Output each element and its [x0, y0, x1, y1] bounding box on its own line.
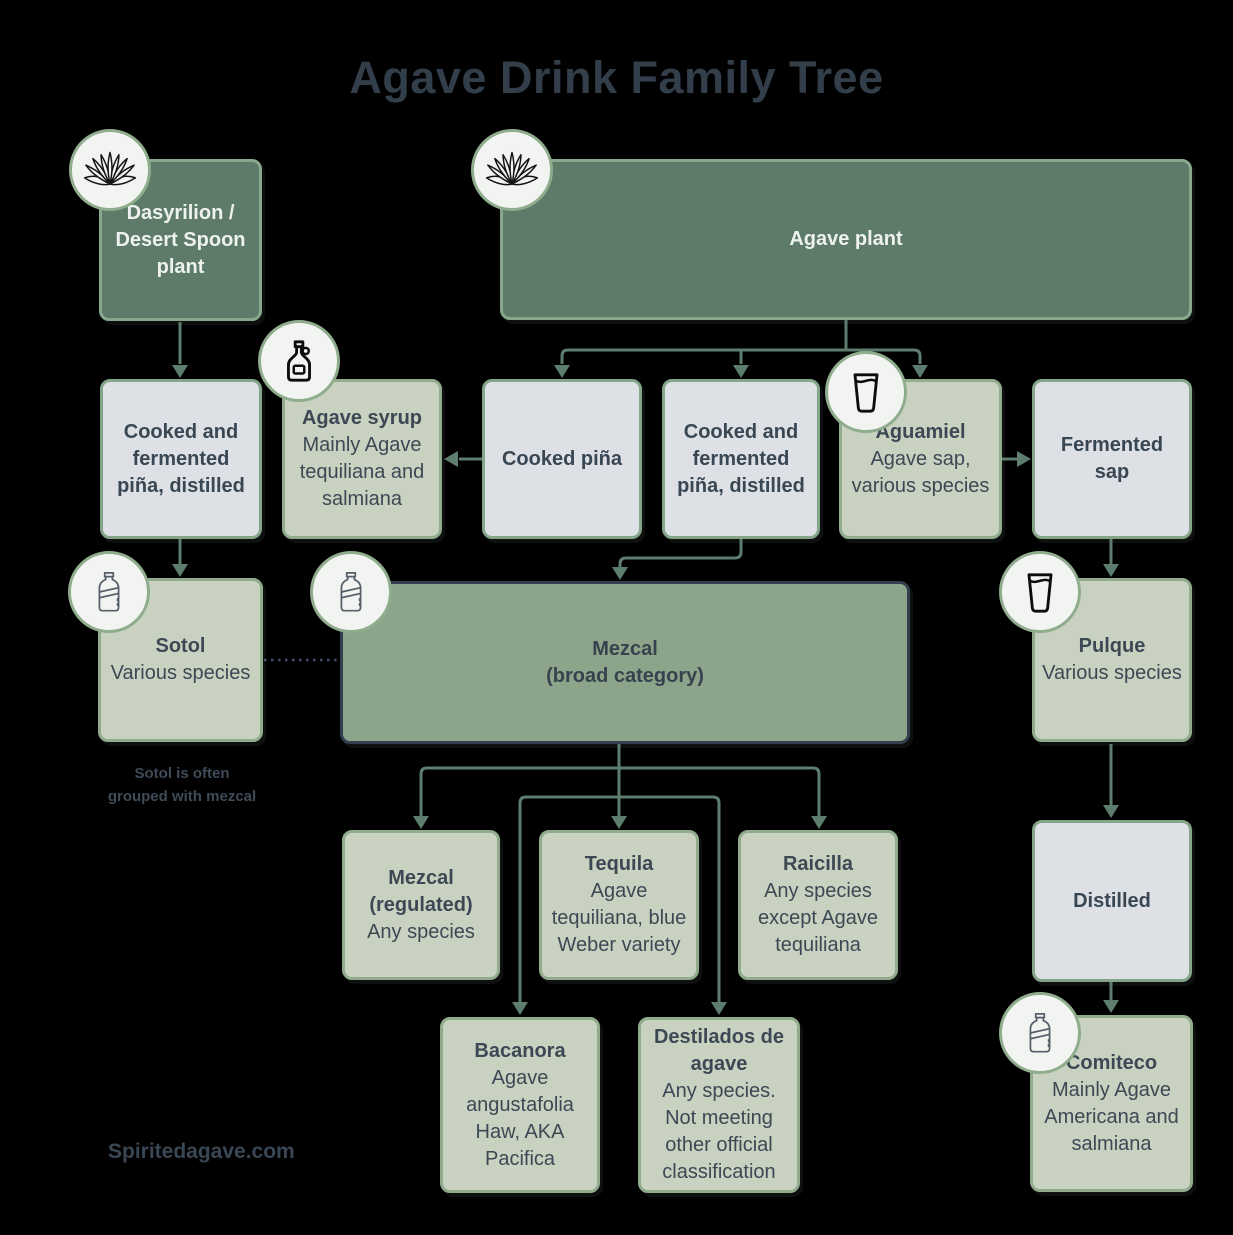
node-title: Agave plant [789, 228, 903, 250]
arrowhead [711, 1002, 727, 1015]
node-subtitle: (broad category) [546, 664, 704, 687]
node-title: Sotol [155, 635, 206, 657]
node-mezcal-broad: Mezcal (broad category) [340, 581, 910, 744]
node-title: Bacanora [474, 1039, 566, 1062]
node-title: Agave syrup [301, 407, 423, 429]
node-title: Raicilla [782, 853, 854, 875]
node-bacanora: Bacanora Agave angustafolia Haw, AKA Pac… [440, 1017, 600, 1193]
spirit-bottle-icon [340, 571, 362, 612]
icon-badge [68, 551, 150, 633]
node-title: Tequila [584, 853, 654, 875]
icon-badge [69, 129, 151, 211]
node-subtitle: Various species [110, 662, 251, 684]
agave-flower-icon [485, 151, 539, 187]
node-title: Distilled [1073, 889, 1151, 912]
node-title: Dasyrilion / Desert Spoon plant [115, 201, 246, 278]
node-agave-syrup: Agave syrup Mainly Agave tequiliana and … [282, 379, 442, 539]
node-subtitle: Mainly Agave Americana and salmiana [1044, 1078, 1179, 1155]
agave-flower-icon [83, 151, 137, 187]
arrowhead [1103, 564, 1119, 577]
node-subtitle: Any species except Agave tequiliana [757, 880, 879, 956]
syrup-bottle-icon [287, 340, 311, 382]
node-subtitle: Any species [367, 920, 475, 943]
node-destilados-de-agave: Destilados de agave Any species. Not mee… [638, 1017, 800, 1193]
arrowhead [733, 365, 749, 378]
arrowhead [612, 567, 628, 580]
node-title: Mezcal (regulated) [369, 866, 473, 916]
spirit-bottle-icon [98, 571, 120, 612]
node-subtitle: Any species. Not meeting other official … [662, 1080, 776, 1183]
icon-badge [310, 551, 392, 633]
arrowhead [811, 816, 827, 829]
arrowhead [172, 564, 188, 577]
icon-badge [999, 992, 1081, 1074]
page-title: Agave Drink Family Tree [349, 52, 884, 103]
node-title: Mezcal [592, 637, 658, 660]
node-distilled: Distilled [1032, 820, 1192, 982]
node-subtitle: Agave tequiliana, blue Weber variety [551, 880, 687, 956]
sotol-note: Sotol is often grouped with mezcal [107, 765, 257, 805]
node-mezcal-regulated: Mezcal (regulated) Any species [342, 830, 500, 980]
node-title: Destilados de agave [653, 1026, 785, 1075]
arrowhead [1103, 805, 1119, 818]
node-subtitle: Agave angustafolia Haw, AKA Pacifica [466, 1066, 574, 1170]
site-watermark: Spiritedagave.com [108, 1140, 295, 1163]
node-tequila: Tequila Agave tequiliana, blue Weber var… [539, 830, 699, 980]
drink-glass-icon [853, 373, 879, 413]
icon-badge [471, 129, 553, 211]
arrowhead [554, 365, 570, 378]
node-title: Fermented sap [1060, 434, 1164, 483]
arrowhead [1017, 451, 1031, 467]
connector-mezcal-rail1 [419, 766, 821, 816]
node-subtitle: Mainly Agave tequiliana and salmiana [299, 434, 425, 510]
node-subtitle: Agave sap, various species [851, 447, 990, 497]
arrowhead [1103, 1000, 1119, 1013]
node-title: Cooked and fermented piña, distilled [117, 420, 245, 497]
node-title: Aguamiel [875, 420, 966, 443]
node-raicilla: Raicilla Any species except Agave tequil… [738, 830, 898, 980]
node-title: Comiteco [1065, 1051, 1158, 1074]
node-cooked-fermented-pina-left: Cooked and fermented piña, distilled [100, 379, 262, 539]
arrowhead [611, 816, 627, 829]
arrowhead [444, 451, 458, 467]
node-cooked-pina: Cooked piña [482, 379, 642, 539]
arrowhead [512, 1002, 528, 1015]
node-agave-plant: Agave plant [500, 159, 1192, 320]
node-cooked-fermented-pina-mid: Cooked and fermented piña, distilled [662, 379, 820, 539]
node-subtitle: Various species [1042, 662, 1182, 684]
icon-badge [258, 320, 340, 402]
node-fermented-sap: Fermented sap [1032, 379, 1192, 539]
node-title: Pulque [1078, 635, 1146, 657]
arrowhead [912, 365, 928, 378]
icon-badge [999, 551, 1081, 633]
connector-mid-to-mezcal [618, 539, 743, 567]
spirit-bottle-icon [1029, 1012, 1051, 1053]
icon-badge [825, 351, 907, 433]
drink-glass-icon [1027, 573, 1053, 613]
node-title: Cooked and fermented piña, distilled [677, 420, 805, 497]
arrowhead [172, 365, 188, 378]
arrowhead [413, 816, 429, 829]
node-title: Cooked piña [501, 447, 622, 470]
